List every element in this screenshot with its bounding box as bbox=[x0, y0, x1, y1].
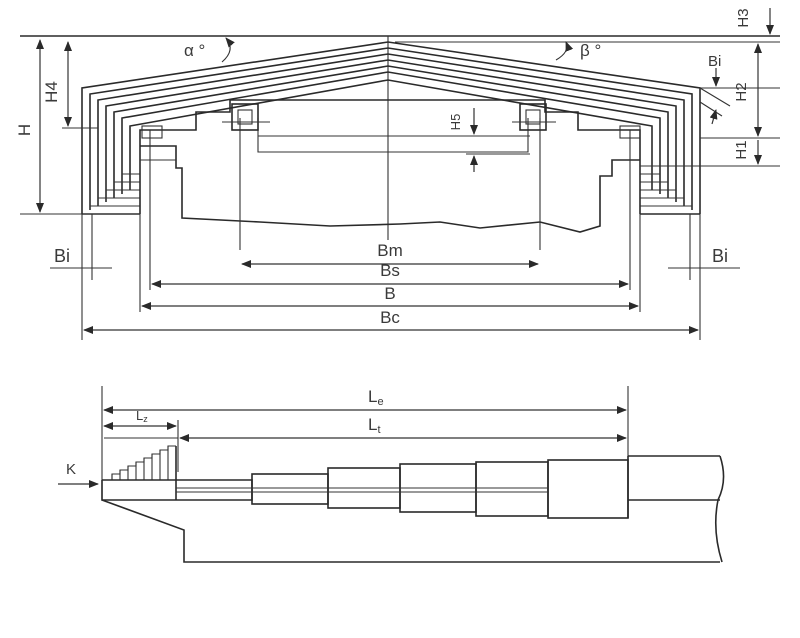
label-Bi-top-right: Bi bbox=[708, 53, 721, 70]
label-B: B bbox=[384, 284, 395, 303]
angle-alpha: α ° bbox=[184, 37, 235, 63]
label-H3: H3 bbox=[735, 8, 752, 27]
label-K: K bbox=[66, 461, 76, 478]
dimension-H1: H1 bbox=[640, 140, 780, 167]
machine-rail-body bbox=[139, 99, 641, 250]
label-Bs: Bs bbox=[380, 261, 400, 280]
label-Lt: Lt bbox=[368, 415, 381, 436]
label-H2: H2 bbox=[733, 82, 750, 101]
cross-section-view: H H4 α ° β ° H5 H3 bbox=[15, 8, 780, 340]
angle-beta: β ° bbox=[555, 41, 601, 61]
roof-plates bbox=[81, 41, 701, 215]
base-body bbox=[101, 499, 720, 563]
dimension-Bi-sides: Bi Bi bbox=[50, 214, 740, 340]
label-Bi-left: Bi bbox=[54, 246, 70, 266]
label-Le: Le bbox=[368, 387, 384, 408]
label-Bc: Bc bbox=[380, 308, 400, 327]
compressed-stack bbox=[104, 445, 177, 500]
fixed-housing bbox=[627, 455, 725, 563]
label-alpha: α ° bbox=[184, 41, 205, 60]
width-dimensions: Bm Bs B Bc bbox=[83, 130, 699, 334]
dimension-H2: H2 bbox=[700, 43, 780, 139]
dimension-H5: H5 bbox=[448, 108, 530, 172]
label-beta: β ° bbox=[580, 41, 601, 60]
label-H1: H1 bbox=[733, 140, 750, 159]
dimension-Bi-top-right: Bi bbox=[699, 53, 731, 125]
label-Bi-right: Bi bbox=[712, 246, 728, 266]
dimension-H4: H4 bbox=[42, 41, 98, 129]
label-Bm: Bm bbox=[377, 241, 403, 260]
label-Lz: Lz bbox=[136, 408, 148, 424]
label-H5: H5 bbox=[448, 114, 463, 131]
side-view: Le Lt Lz K bbox=[58, 386, 725, 563]
dimension-H3: H3 bbox=[735, 8, 774, 35]
slider-brackets bbox=[141, 103, 641, 139]
label-H4: H4 bbox=[42, 81, 61, 103]
dimension-H: H bbox=[15, 39, 140, 215]
telescopic-sections bbox=[176, 459, 629, 519]
label-H: H bbox=[15, 124, 34, 136]
